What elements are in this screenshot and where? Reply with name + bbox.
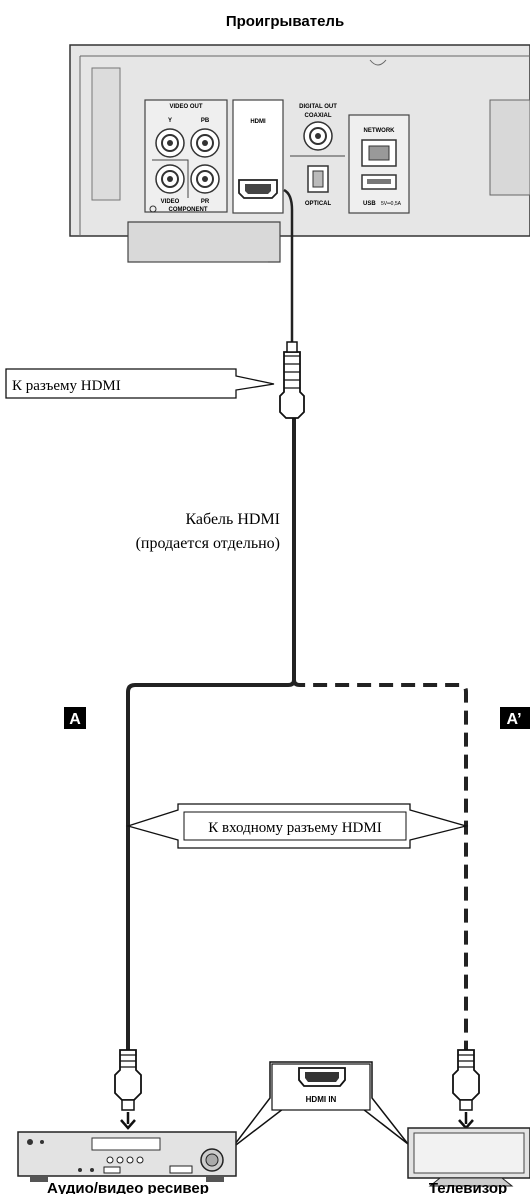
video-out-label: VIDEO OUT: [169, 104, 202, 110]
av-receiver-icon: [17, 1131, 237, 1182]
video-label: VIDEO: [161, 199, 180, 205]
jack-pb: [190, 128, 220, 158]
arrow-down-right-icon: [458, 1112, 474, 1130]
y-label: Y: [168, 118, 172, 124]
optical-label: OPTICAL: [305, 201, 332, 207]
hdmi-plug-upper-icon: [279, 341, 305, 419]
coaxial-label: COAXIAL: [305, 113, 332, 119]
arrow-down-left-icon: [120, 1112, 136, 1130]
tv-icon: [407, 1127, 530, 1187]
coaxial-jack: [303, 121, 333, 151]
callout-to-hdmi-input: К входному разъему HDMI: [125, 803, 469, 849]
callout-to-hdmi: К разъему HDMI: [5, 368, 275, 399]
marker-a-prime: A’: [500, 707, 530, 729]
marker-a-text: A: [69, 711, 81, 728]
video-out-block: [144, 99, 228, 213]
cable-caption-line2: (продается отдельно): [136, 535, 280, 552]
callout-to-hdmi-text: К разъему HDMI: [12, 378, 121, 394]
jack-video: [155, 164, 185, 194]
receiver-label: Аудио/видео ресивер: [47, 1180, 209, 1194]
cable-caption-line1: Кабель HDMI: [185, 511, 280, 528]
usb-label: USB: [363, 201, 376, 207]
pr-label: PR: [201, 199, 210, 205]
player-rear-panel: VIDEO OUT Y PB VIDEO PR COMPONENT HDMI D…: [69, 44, 530, 263]
hdmi-cable-top: [283, 188, 294, 352]
network-label: NETWORK: [364, 128, 396, 134]
digital-out-label: DIGITAL OUT: [299, 104, 337, 110]
usb-rating: 5V═0,5A: [381, 201, 402, 207]
hdmi-plug-right-icon: [452, 1049, 480, 1111]
hdmi-in-label: HDMI IN: [306, 1095, 337, 1104]
hdmi-in-callout: HDMI IN: [231, 1061, 409, 1149]
marker-a: A: [64, 707, 86, 729]
hdmi-cable-alt-dashed: [292, 679, 468, 1050]
player-title: Проигрыватель: [226, 13, 344, 30]
marker-a-prime-text: A’: [506, 711, 521, 728]
component-label: COMPONENT: [169, 207, 208, 213]
hdmi-plug-left-icon: [114, 1049, 142, 1111]
callout-to-hdmi-input-text: К входному разъему HDMI: [208, 820, 381, 836]
jack-pr: [190, 164, 220, 194]
pb-label: PB: [201, 118, 210, 124]
tv-label: Телевизор: [429, 1180, 507, 1194]
hdmi-port-label: HDMI: [250, 119, 266, 125]
jack-y: [155, 128, 185, 158]
